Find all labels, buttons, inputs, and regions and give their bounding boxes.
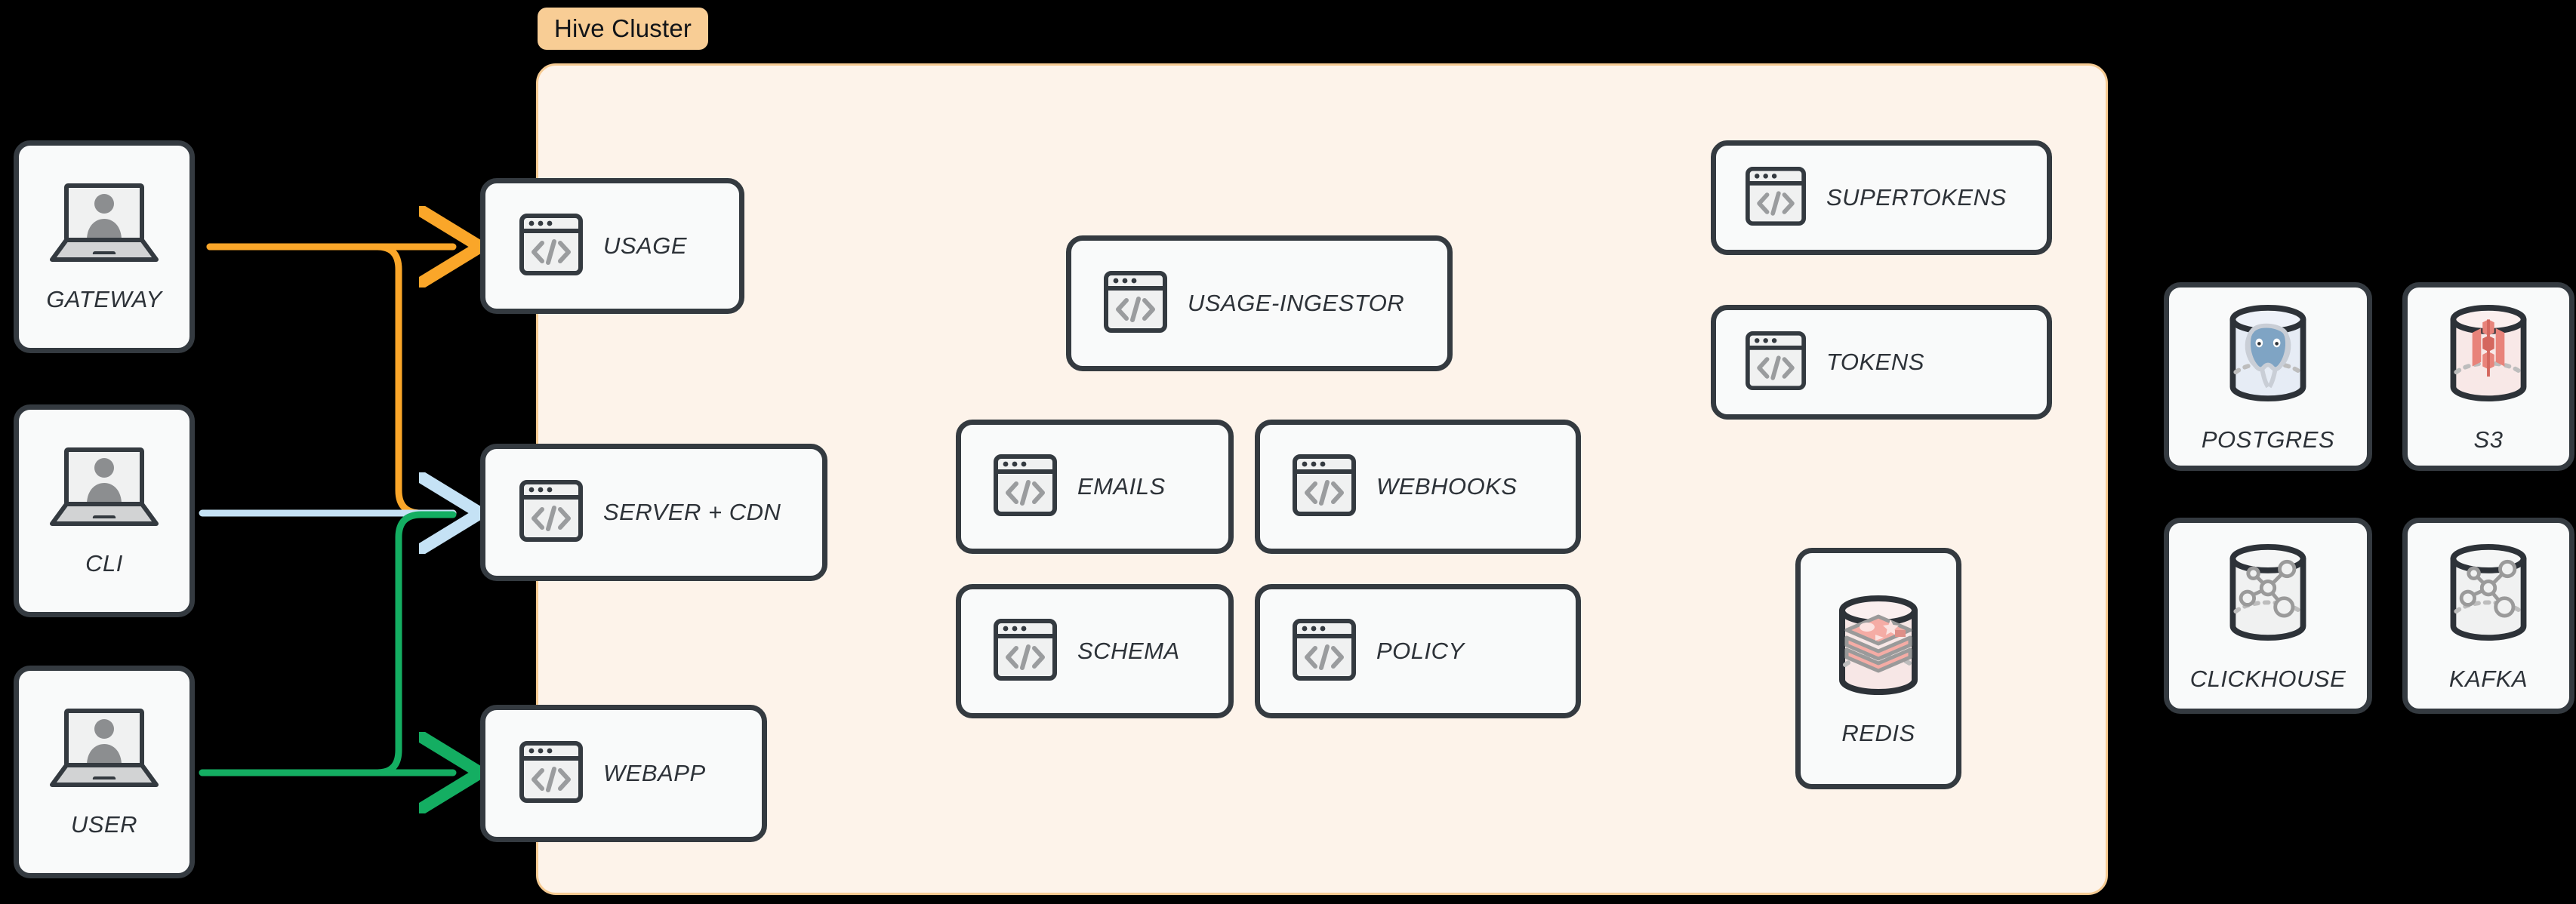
node-label-usage-ingestor: USAGE-INGESTOR bbox=[1188, 290, 1405, 316]
node-kafka[interactable]: KAFKA bbox=[2402, 518, 2574, 714]
node-emails[interactable]: EMAILS bbox=[956, 420, 1234, 554]
postgres-database-icon bbox=[2220, 300, 2316, 410]
node-label-user: USER bbox=[70, 810, 138, 838]
code-window-icon bbox=[519, 740, 584, 807]
node-label-policy: POLICY bbox=[1376, 638, 1465, 664]
node-label-webhooks: WEBHOOKS bbox=[1376, 473, 1518, 500]
code-window-icon bbox=[1292, 454, 1357, 521]
code-window-icon bbox=[1745, 331, 1807, 395]
laptop-user-icon bbox=[48, 445, 161, 533]
node-label-kafka: KAFKA bbox=[2448, 665, 2528, 692]
node-tokens[interactable]: TOKENS bbox=[1711, 305, 2052, 420]
node-usage[interactable]: USAGE bbox=[480, 178, 744, 314]
node-s3[interactable]: S3 bbox=[2402, 282, 2574, 471]
node-label-clickhouse: CLICKHOUSE bbox=[2189, 665, 2346, 692]
edge-user-to-server-cdn bbox=[199, 511, 457, 776]
kafka-database-icon bbox=[2440, 540, 2537, 649]
clickhouse-database-icon bbox=[2220, 540, 2316, 649]
node-schema[interactable]: SCHEMA bbox=[956, 584, 1234, 718]
node-label-tokens: TOKENS bbox=[1826, 349, 1924, 375]
hive-cluster-label: Hive Cluster bbox=[538, 8, 709, 50]
node-label-supertokens: SUPERTOKENS bbox=[1826, 184, 2007, 211]
node-gateway[interactable]: GATEWAY bbox=[14, 140, 195, 353]
node-cli[interactable]: CLI bbox=[14, 404, 195, 617]
node-label-gateway: GATEWAY bbox=[46, 285, 162, 312]
code-window-icon bbox=[1745, 166, 1807, 230]
node-label-emails: EMAILS bbox=[1077, 473, 1166, 500]
code-window-icon bbox=[519, 479, 584, 546]
node-label-cli: CLI bbox=[85, 549, 123, 577]
code-window-icon bbox=[1292, 618, 1357, 685]
node-policy[interactable]: POLICY bbox=[1255, 584, 1581, 718]
node-label-postgres: POSTGRES bbox=[2201, 426, 2335, 453]
s3-database-icon bbox=[2440, 300, 2537, 410]
laptop-user-icon bbox=[48, 181, 161, 269]
node-label-redis: REDIS bbox=[1841, 719, 1915, 746]
node-supertokens[interactable]: SUPERTOKENS bbox=[1711, 140, 2052, 255]
code-window-icon bbox=[993, 618, 1058, 685]
code-window-icon bbox=[993, 454, 1058, 521]
node-server-cdn[interactable]: SERVER + CDN bbox=[480, 444, 827, 581]
edge-gateway-to-server-cdn bbox=[206, 243, 457, 517]
code-window-icon bbox=[1103, 270, 1168, 337]
node-label-usage: USAGE bbox=[603, 232, 688, 259]
code-window-icon bbox=[519, 213, 584, 280]
node-redis[interactable]: REDIS bbox=[1795, 548, 1961, 789]
node-label-webapp: WEBAPP bbox=[603, 760, 706, 786]
node-usage-ingestor[interactable]: USAGE-INGESTOR bbox=[1066, 235, 1453, 371]
laptop-user-icon bbox=[48, 706, 161, 795]
node-user[interactable]: USER bbox=[14, 666, 195, 878]
node-label-server-cdn: SERVER + CDN bbox=[603, 499, 781, 525]
node-clickhouse[interactable]: CLICKHOUSE bbox=[2164, 518, 2372, 714]
node-label-s3: S3 bbox=[2473, 426, 2504, 453]
node-webapp[interactable]: WEBAPP bbox=[480, 705, 767, 842]
node-webhooks[interactable]: WEBHOOKS bbox=[1255, 420, 1581, 554]
node-postgres[interactable]: POSTGRES bbox=[2164, 282, 2372, 471]
node-label-schema: SCHEMA bbox=[1077, 638, 1180, 664]
redis-database-icon bbox=[1829, 591, 1928, 703]
